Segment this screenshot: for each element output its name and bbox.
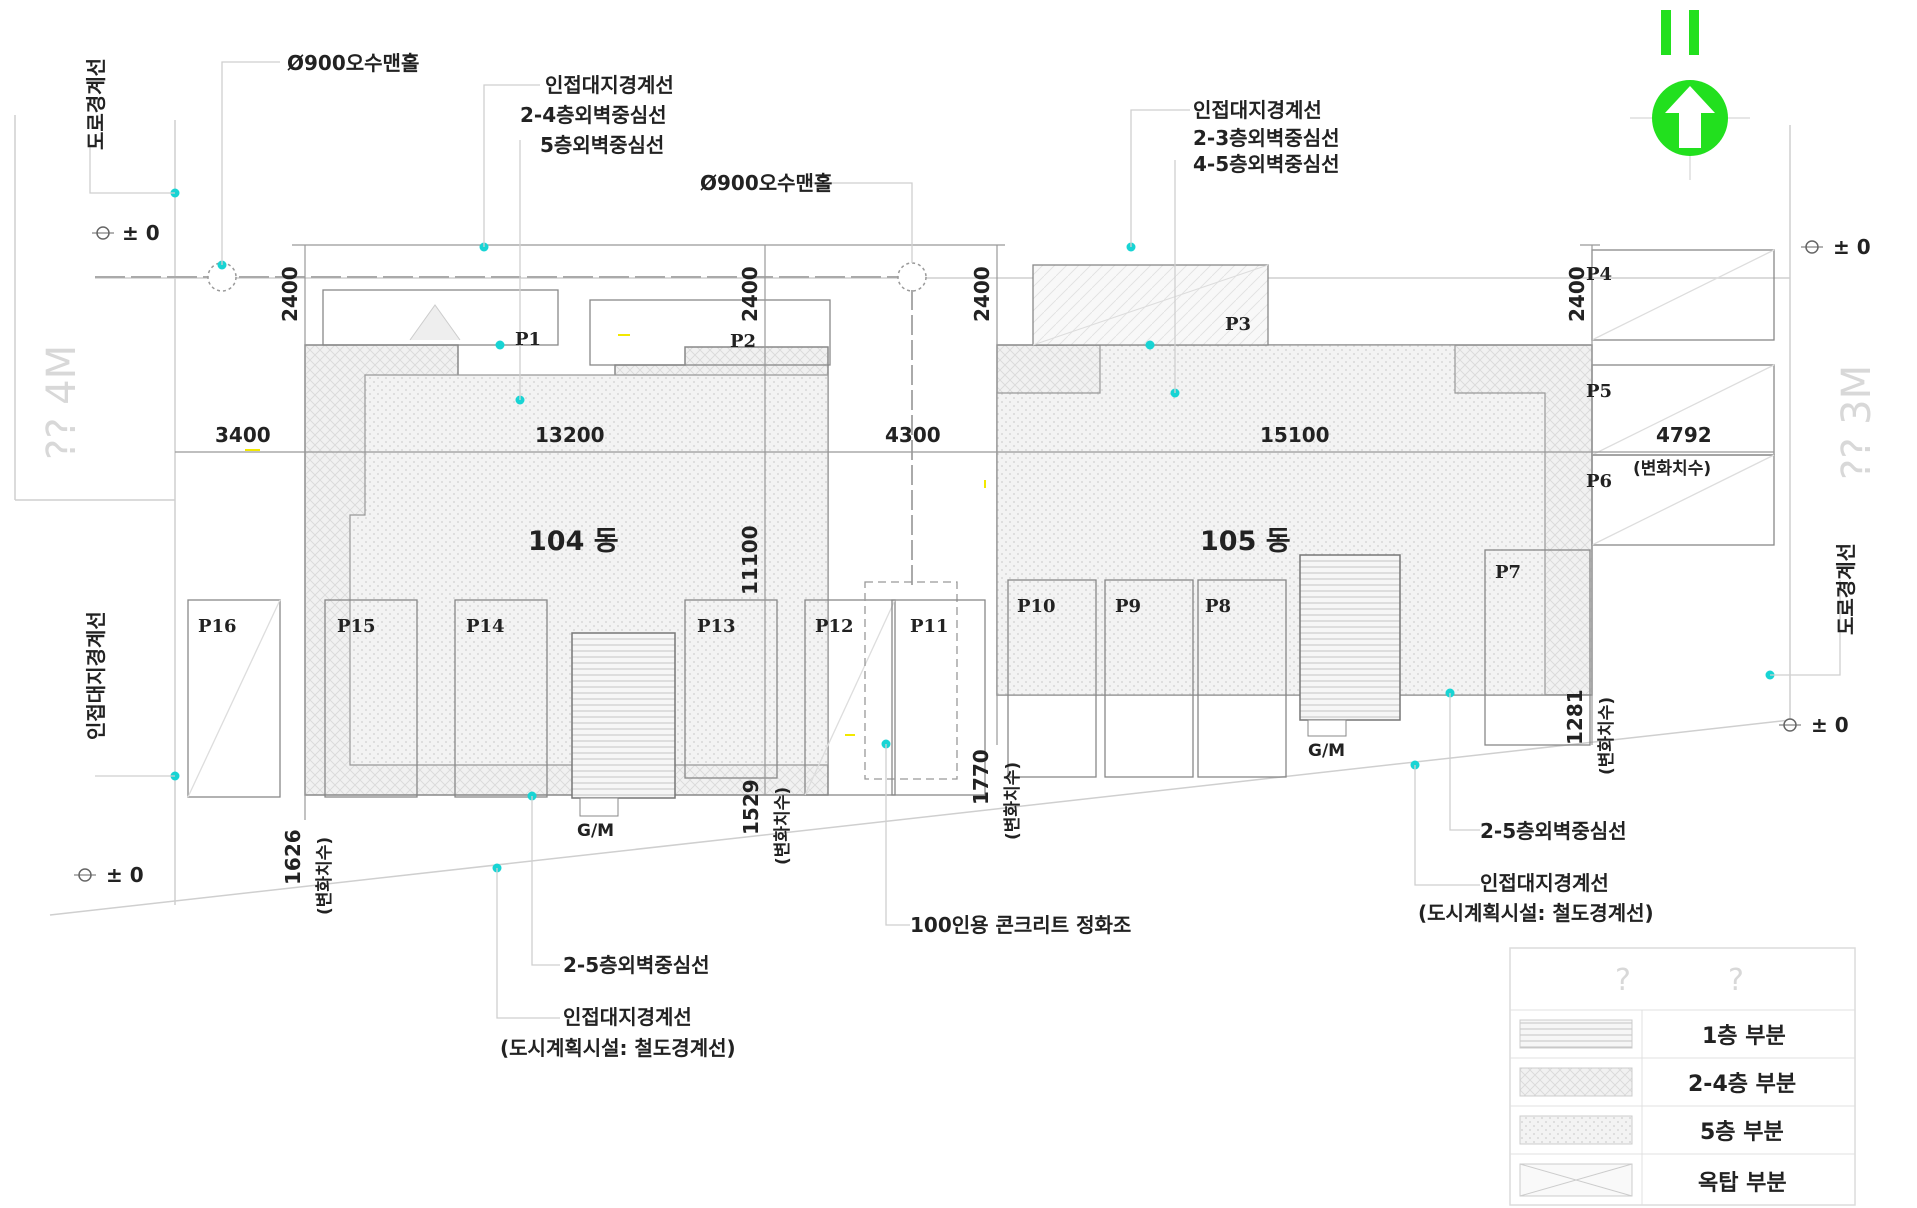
parking-p12: P12: [815, 616, 854, 637]
leader-lines: [89, 61, 1841, 1019]
building-104: [304, 289, 831, 799]
svg-text:± 0: ± 0: [106, 863, 144, 887]
svg-text:2-3층외벽중심선: 2-3층외벽중심선: [1193, 126, 1340, 150]
parking-stalls: [187, 249, 1775, 798]
parking-p1: P1: [515, 329, 541, 350]
dim-1626: 1626: [281, 829, 305, 885]
dim-2400-d: 2400: [1565, 266, 1589, 322]
dim-4792: 4792: [1656, 423, 1712, 447]
sewer-line: [95, 262, 927, 590]
manhole-label-left: Ø900오수맨홀: [287, 51, 419, 75]
road-boundary-left: 도로경계선: [84, 58, 108, 150]
parking-p16: P16: [198, 616, 237, 637]
parking-p11: P11: [910, 616, 949, 637]
legend-row-3: 5층 부분: [1700, 1120, 1784, 1145]
building-104-label: 104 동: [528, 526, 619, 557]
dim-1281-note: (변화치수): [1597, 697, 1617, 775]
level-marker-bottom-left: ± 0: [74, 863, 144, 887]
legend-header-1: ?: [1615, 963, 1631, 998]
svg-text:(도시계획시설: 철도경계선): (도시계획시설: 철도경계선): [500, 1036, 736, 1060]
svg-text:5층외벽중심선: 5층외벽중심선: [540, 133, 664, 157]
note-adjacent-bottom-right: 인접대지경계선 (도시계획시설: 철도경계선): [1418, 871, 1654, 925]
parking-p15: P15: [337, 616, 376, 637]
parking-p6: P6: [1586, 471, 1612, 492]
wall-center-bottom-right: 2-5층외벽중심선: [1480, 819, 1627, 843]
parking-labels: P1 P2 P3 P4 P5 P6 P7 P8 P9 P10 P11 P12 P…: [198, 264, 1612, 637]
note-adjacent-top-left: 인접대지경계선 2-4층외벽중심선 5층외벽중심선: [520, 73, 674, 157]
svg-text:2-4층외벽중심선: 2-4층외벽중심선: [520, 103, 667, 127]
svg-text:± 0: ± 0: [122, 221, 160, 245]
svg-text:4-5층외벽중심선: 4-5층외벽중심선: [1193, 152, 1340, 176]
dim-2400-c: 2400: [970, 266, 994, 322]
svg-text:G/M: G/M: [1308, 741, 1345, 761]
legend-row-4: 옥탑 부분: [1698, 1171, 1787, 1196]
road-width-right: ?? 3M: [1834, 365, 1880, 480]
road-width-left: ?? 4M: [39, 345, 85, 460]
parking-p3: P3: [1225, 314, 1251, 335]
legend-header-2: ?: [1728, 963, 1744, 998]
dim-1529: 1529: [739, 779, 763, 835]
dim-1770: 1770: [969, 749, 993, 805]
dim-1281: 1281: [1563, 689, 1587, 745]
gas-meter-right: G/M: [1307, 719, 1347, 761]
manhole-label-center: Ø900오수맨홀: [700, 171, 832, 195]
septic-tank-label: 100인용 콘크리트 정화조: [910, 913, 1131, 937]
note-adjacent-bottom-left: 인접대지경계선 (도시계획시설: 철도경계선): [500, 1005, 736, 1060]
svg-text:G/M: G/M: [577, 821, 614, 841]
level-marker-top-right: ± 0: [1801, 235, 1871, 259]
legend-row-2: 2-4층 부분: [1688, 1072, 1796, 1097]
dim-3400: 3400: [215, 423, 271, 447]
dim-2400-b: 2400: [738, 266, 762, 322]
svg-text:± 0: ± 0: [1811, 713, 1849, 737]
gas-meter-left: G/M: [577, 797, 619, 841]
legend: ? ? 1층 부분 2-4층 부분 5층 부분 옥탑 부분: [1509, 947, 1856, 1206]
parking-p14: P14: [466, 616, 505, 637]
legend-row-1: 1층 부분: [1702, 1024, 1786, 1049]
manhole-left: [207, 262, 237, 292]
dim-1529-note: (변화치수): [773, 787, 793, 865]
building-105: [996, 264, 1593, 721]
svg-text:인접대지경계선: 인접대지경계선: [545, 73, 674, 97]
wall-center-bottom-left: 2-5층외벽중심선: [563, 953, 710, 977]
road-boundary-right: 도로경계선: [1834, 543, 1858, 635]
dim-4792-note: (변화치수): [1633, 459, 1711, 479]
svg-text:인접대지경계선: 인접대지경계선: [563, 1005, 692, 1029]
svg-text:± 0: ± 0: [1833, 235, 1871, 259]
dim-4300: 4300: [885, 423, 941, 447]
dim-1626-note: (변화치수): [315, 837, 335, 915]
dimension-lines: [175, 244, 1774, 820]
level-marker-bottom-right: ± 0: [1779, 713, 1849, 737]
parking-p4: P4: [1586, 264, 1612, 285]
dim-13200: 13200: [535, 423, 605, 447]
note-adjacent-top-right: 인접대지경계선 2-3층외벽중심선 4-5층외벽중심선: [1193, 98, 1340, 176]
level-marker-top-left: ± 0: [92, 221, 160, 245]
manhole-center: [897, 262, 927, 292]
dim-1770-note: (변화치수): [1003, 762, 1023, 840]
parking-p10: P10: [1017, 596, 1056, 617]
parking-p7: P7: [1495, 562, 1521, 583]
parking-p5: P5: [1586, 381, 1612, 402]
dim-15100: 15100: [1260, 423, 1330, 447]
svg-text:(도시계획시설: 철도경계선): (도시계획시설: 철도경계선): [1418, 901, 1654, 925]
north-arrow: [1630, 10, 1750, 180]
building-105-label: 105 동: [1200, 526, 1291, 557]
svg-text:인접대지경계선: 인접대지경계선: [1480, 871, 1609, 895]
parking-p13: P13: [697, 616, 736, 637]
parking-p9: P9: [1115, 596, 1141, 617]
adjacent-boundary-left: 인접대지경계선: [84, 611, 108, 740]
parking-p8: P8: [1205, 596, 1231, 617]
yellow-accents: [245, 334, 986, 736]
dim-2400-a: 2400: [278, 266, 302, 322]
svg-text:인접대지경계선: 인접대지경계선: [1193, 98, 1322, 122]
parking-p2: P2: [730, 331, 756, 352]
dim-11100: 11100: [738, 525, 762, 595]
